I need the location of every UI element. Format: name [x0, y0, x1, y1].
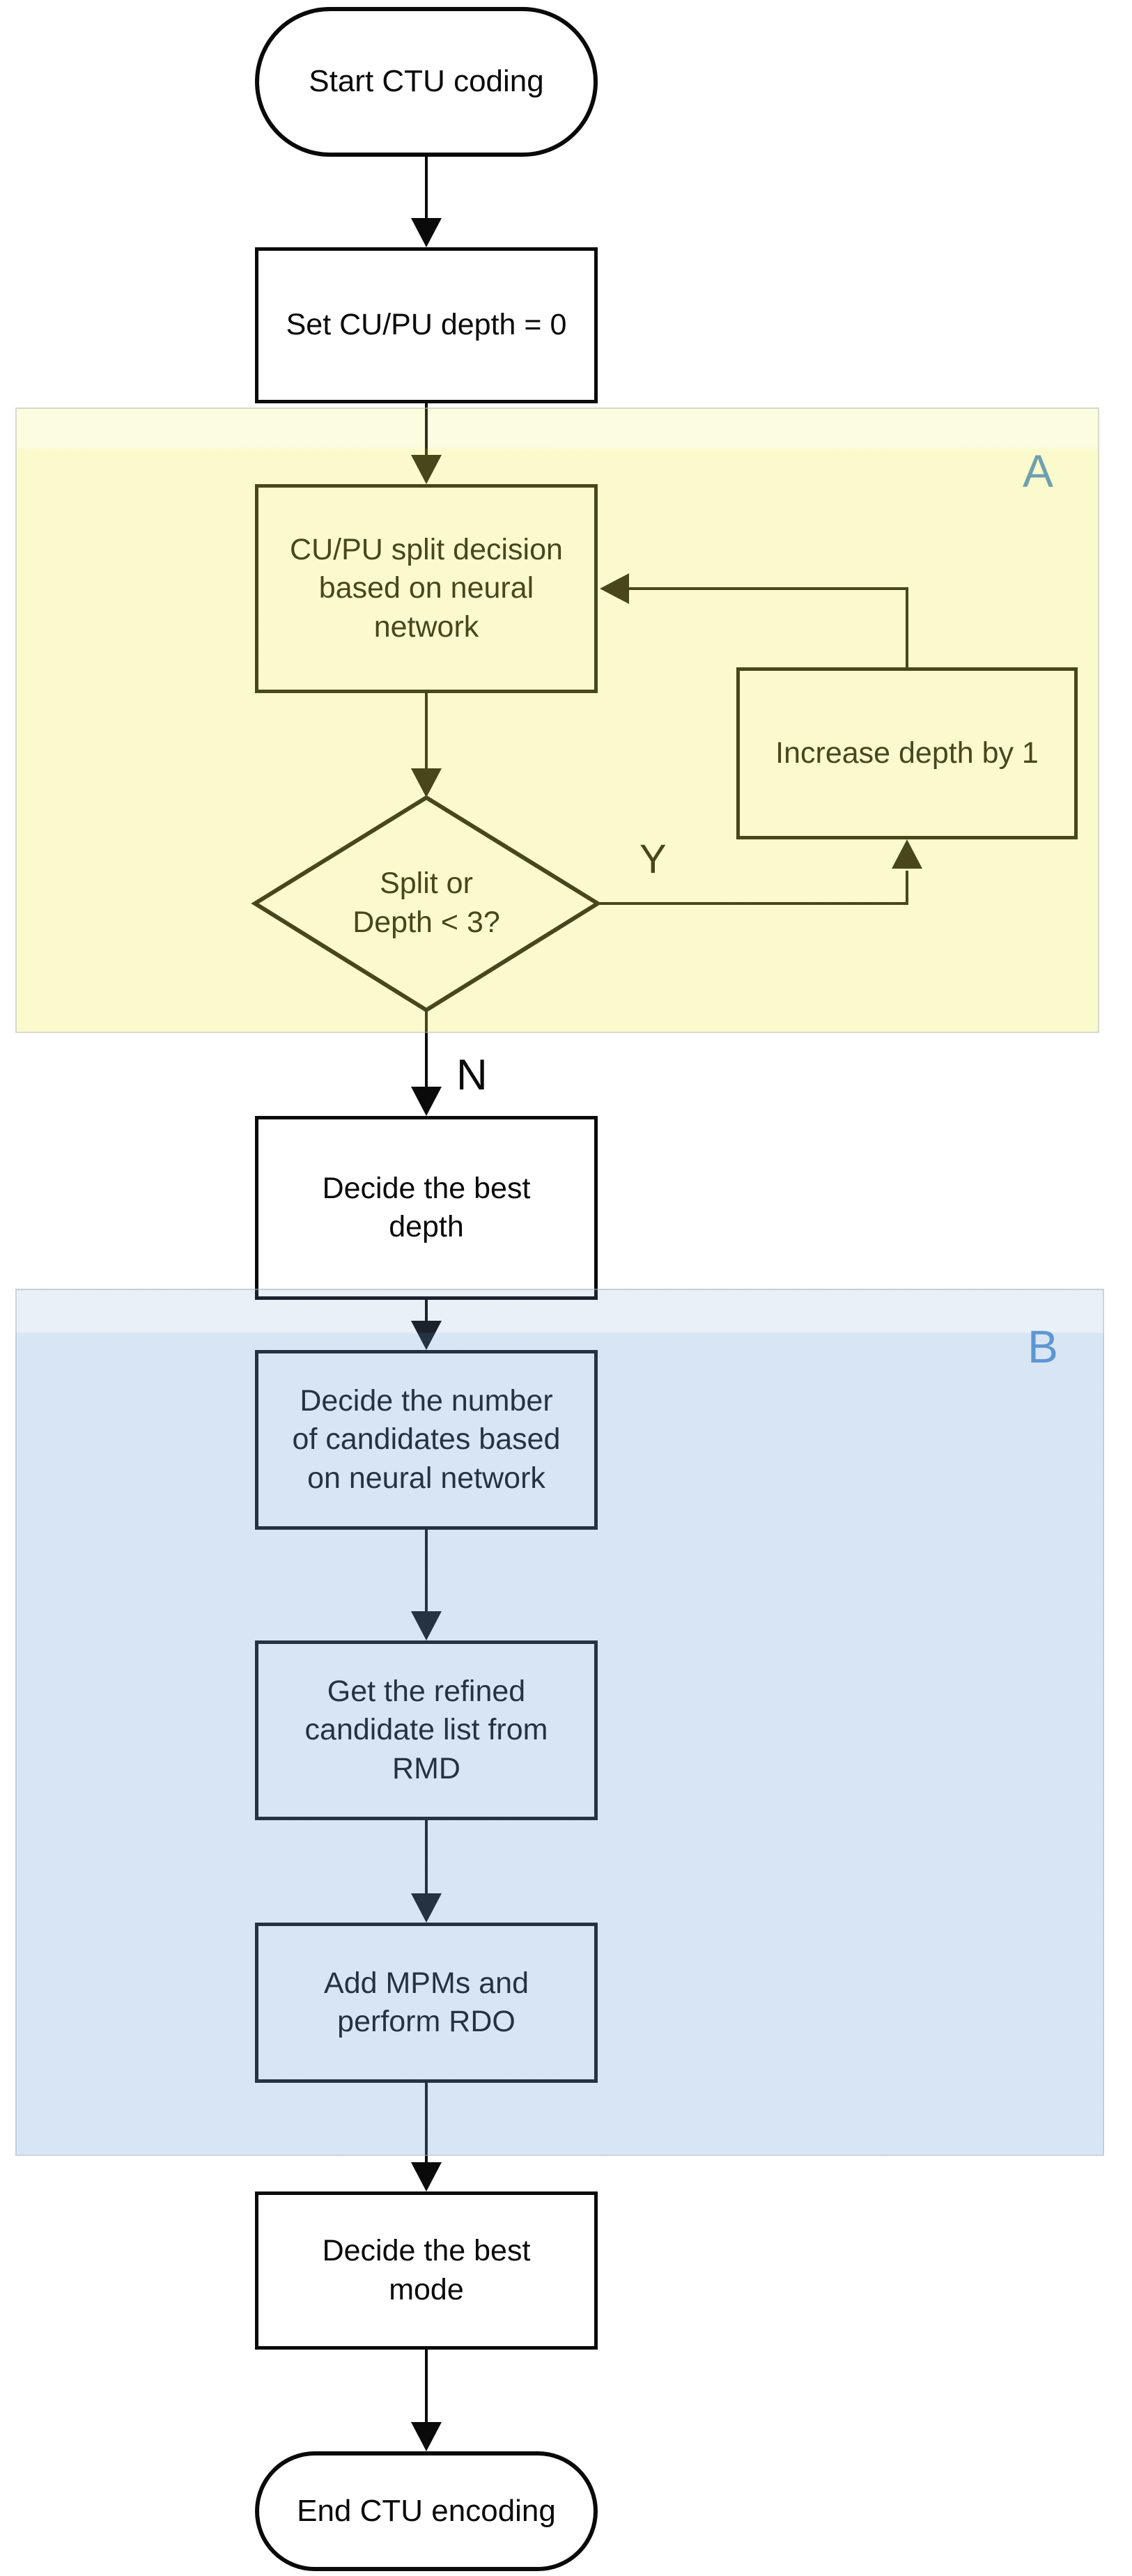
node-set-depth: Set CU/PU depth = 0 [255, 247, 598, 403]
arrowhead-down-icon [411, 1611, 442, 1640]
decide-candidates-label: Decide the number of candidates based on… [292, 1384, 561, 1495]
split-decision-label: CU/PU split decision based on neural net… [290, 533, 563, 644]
node-increase-depth: Increase depth by 1 [736, 667, 1078, 839]
edge-feedback-loop [628, 587, 908, 667]
arrowhead-down-icon [411, 218, 442, 247]
edge-yes-branch [598, 871, 908, 905]
arrowhead-down-icon [411, 768, 442, 798]
node-decide-mode: Decide the best mode [255, 2191, 598, 2350]
add-mpms-label: Add MPMs and perform RDO [324, 1966, 529, 2038]
node-refined-list: Get the refined candidate list from RMD [255, 1640, 598, 1820]
node-split-decision: CU/PU split decision based on neural net… [255, 484, 598, 693]
arrowhead-down-icon [411, 455, 442, 484]
arrowhead-down-icon [411, 2162, 442, 2191]
node-decide-candidates: Decide the number of candidates based on… [255, 1350, 598, 1530]
arrowhead-up-icon [892, 839, 922, 869]
node-add-mpms: Add MPMs and perform RDO [255, 1923, 598, 2083]
arrowhead-down-icon [411, 2422, 442, 2451]
refined-list-label: Get the refined candidate list from RMD [304, 1675, 548, 1785]
end-label: End CTU encoding [297, 2493, 556, 2528]
increase-depth-label: Increase depth by 1 [775, 736, 1039, 770]
branch-label-no: N [456, 1051, 488, 1099]
arrowhead-down-icon [411, 1087, 442, 1116]
set-depth-label: Set CU/PU depth = 0 [286, 308, 567, 342]
node-end-terminator: End CTU encoding [255, 2451, 598, 2571]
branch-label-yes: Y [639, 837, 667, 882]
connector-lines [425, 157, 908, 2424]
node-start-terminator: Start CTU coding [255, 7, 598, 157]
split-condition-label: Split or Depth < 3? [352, 867, 500, 939]
arrowhead-left-icon [600, 573, 629, 604]
decide-depth-label: Decide the best depth [322, 1171, 531, 1243]
node-decide-depth: Decide the best depth [255, 1116, 598, 1300]
decide-mode-label: Decide the best mode [322, 2234, 531, 2306]
arrowheads [411, 218, 922, 2451]
arrowhead-down-icon [411, 1893, 442, 1923]
node-split-condition-decision: Split or Depth < 3? [301, 855, 552, 952]
decision-diamond-shape [251, 795, 602, 1013]
arrowhead-down-icon [411, 1321, 442, 1350]
start-label: Start CTU coding [309, 64, 544, 99]
